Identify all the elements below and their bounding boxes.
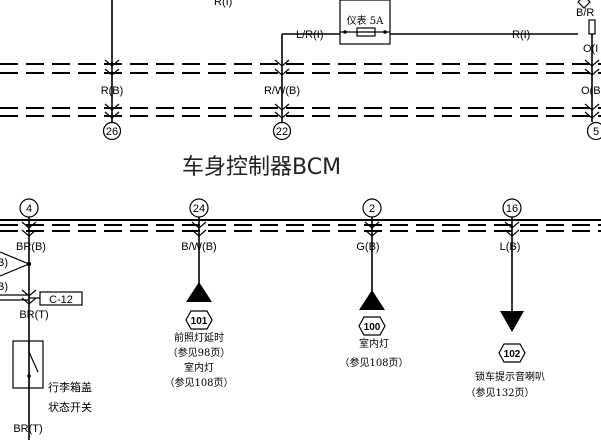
fuse-terminal-right [383,30,387,34]
wire-label-r-w-b: R/W(B) [264,85,300,97]
ref-100-line1: 室内灯 [359,337,389,350]
pin-circle-22 [272,121,292,141]
fuse-label: 仪表 5A [347,14,385,27]
ref-hex-102-icon [498,343,526,363]
ref-101-line4: （参见108页） [164,376,233,389]
wire-label-o-i: O(I [583,43,598,55]
triangle-down-102-icon [500,311,524,332]
wire-label-br-b: BR(B) [16,241,46,253]
wire-label-l-b: L(B) [500,241,521,253]
ref-num-102: 102 [504,349,521,360]
fuse-box [339,0,391,45]
wire-label-b-r: B/R [576,7,594,19]
bcm-title: 车身控制器BCM [182,155,341,180]
ref-hex-101-icon [185,310,213,330]
ref-102-line2: （参见132页） [465,386,534,399]
wire-label-o-b: O(B [581,85,601,97]
wire-label-b-upper: B) [0,257,8,269]
splice-marks-mid [104,103,600,119]
switch-pivot [27,374,31,378]
splice-marks-upper [104,59,600,76]
ref-101-line2: （参见98页） [168,346,231,359]
switch-label-1: 行李箱盖 [48,380,92,394]
switch-label-2: 状态开关 [48,400,92,414]
ref-num-101: 101 [191,316,208,327]
ref-100-line2: （参见108页） [339,356,408,369]
wire-label-r-b: R(B) [101,85,124,97]
pin-label-2: 2 [369,203,375,215]
pin-label-4: 4 [26,203,32,215]
c12-label: C-12 [49,294,73,306]
pin-circle-26 [102,121,122,141]
right-connector-icon [577,0,591,9]
wire-label-bw-b: B/W(B) [181,241,216,253]
wire-label-g-b: G(B) [356,241,379,253]
wire-label-br-t-lower: BR(T) [13,423,42,435]
pin-label-22: 22 [276,126,288,138]
ref-num-100: 100 [364,322,381,333]
wire-label-l-r-i: L/R(I) [296,29,324,41]
pin-label-26: 26 [106,126,118,138]
fuse-terminal-left [343,30,347,34]
ref-101-line1: 前照灯延时 [174,331,224,344]
wire-label-r-i-right: R(I) [512,29,530,41]
pin-label-24: 24 [193,203,205,215]
pin-label-16: 16 [506,203,518,215]
ref-101-line3: 室内灯 [184,361,214,374]
wire-label-b-lower: B) [0,281,8,293]
pin-label-5: 5 [593,126,599,138]
c12-splice-mark [21,289,37,305]
right-fuse-icon [588,19,596,35]
ref-102-line1: 锁车提示音喇叭 [475,370,545,383]
wire-label-br-t-upper: BR(T) [19,309,48,321]
trunk-switch-box [12,340,44,389]
ref-hex-100-icon [358,316,386,336]
switch-contact [28,351,39,373]
pin-circle-5 [586,121,601,141]
branch-node [26,261,32,267]
fuse-icon [356,27,376,37]
wire-label-r-i-top: R(I) [214,0,232,8]
triangle-up-101-icon [186,282,212,302]
triangle-up-100-icon [359,290,385,310]
